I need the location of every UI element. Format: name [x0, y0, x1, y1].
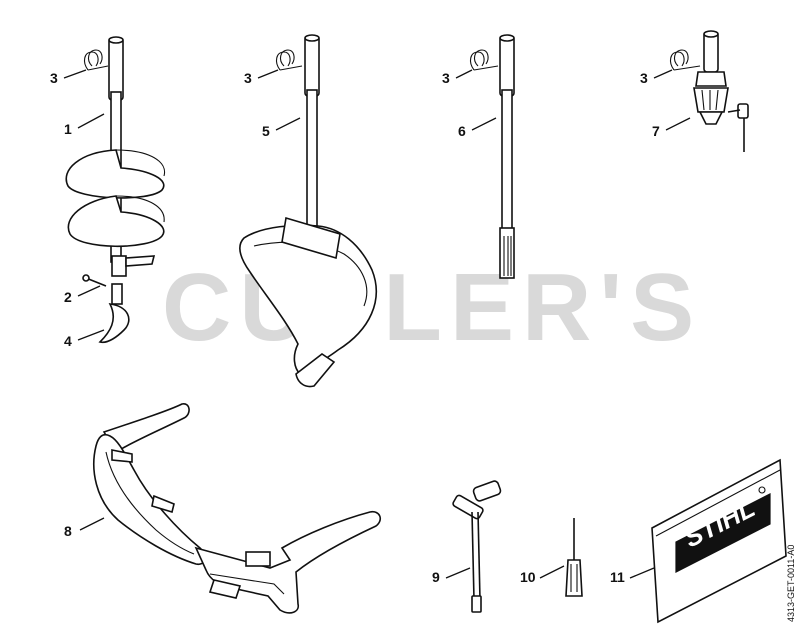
part-3-clip-a[interactable] [83, 49, 109, 71]
part-6-extension[interactable] [499, 34, 515, 279]
part-1-auger[interactable] [65, 36, 166, 277]
part-3-clip-b[interactable] [275, 49, 303, 71]
callout-1: 1 [64, 121, 72, 137]
callout-5: 5 [262, 123, 270, 139]
part-11-tool-bag[interactable]: STIHL [651, 458, 787, 624]
part-2-pin[interactable] [82, 274, 107, 287]
callout-10: 10 [520, 569, 536, 585]
callout-6: 6 [458, 123, 466, 139]
part-10-screwdriver[interactable] [565, 518, 583, 597]
callout-3-c: 3 [442, 70, 450, 86]
part-4-blade[interactable] [98, 283, 130, 344]
callout-3-d: 3 [640, 70, 648, 86]
callout-4: 4 [64, 333, 72, 349]
callout-2: 2 [64, 289, 72, 305]
part-3-clip-c[interactable] [469, 49, 499, 71]
part-3-clip-d[interactable] [669, 49, 701, 71]
part-9-wrench[interactable] [452, 480, 502, 613]
callout-8: 8 [64, 523, 72, 539]
callout-7: 7 [652, 123, 660, 139]
part-5-scoop[interactable] [238, 34, 377, 388]
callout-9: 9 [432, 569, 440, 585]
callout-11: 11 [610, 569, 625, 585]
diagram-code: 4313-GET-0011-A0 [786, 545, 796, 622]
part-7-drill-chuck[interactable] [693, 30, 749, 152]
part-8-handle[interactable] [93, 403, 382, 614]
callout-3-b: 3 [244, 70, 252, 86]
callout-3-a: 3 [50, 70, 58, 86]
leader-lines [63, 69, 691, 579]
watermark: CUTLER'S [162, 254, 702, 361]
